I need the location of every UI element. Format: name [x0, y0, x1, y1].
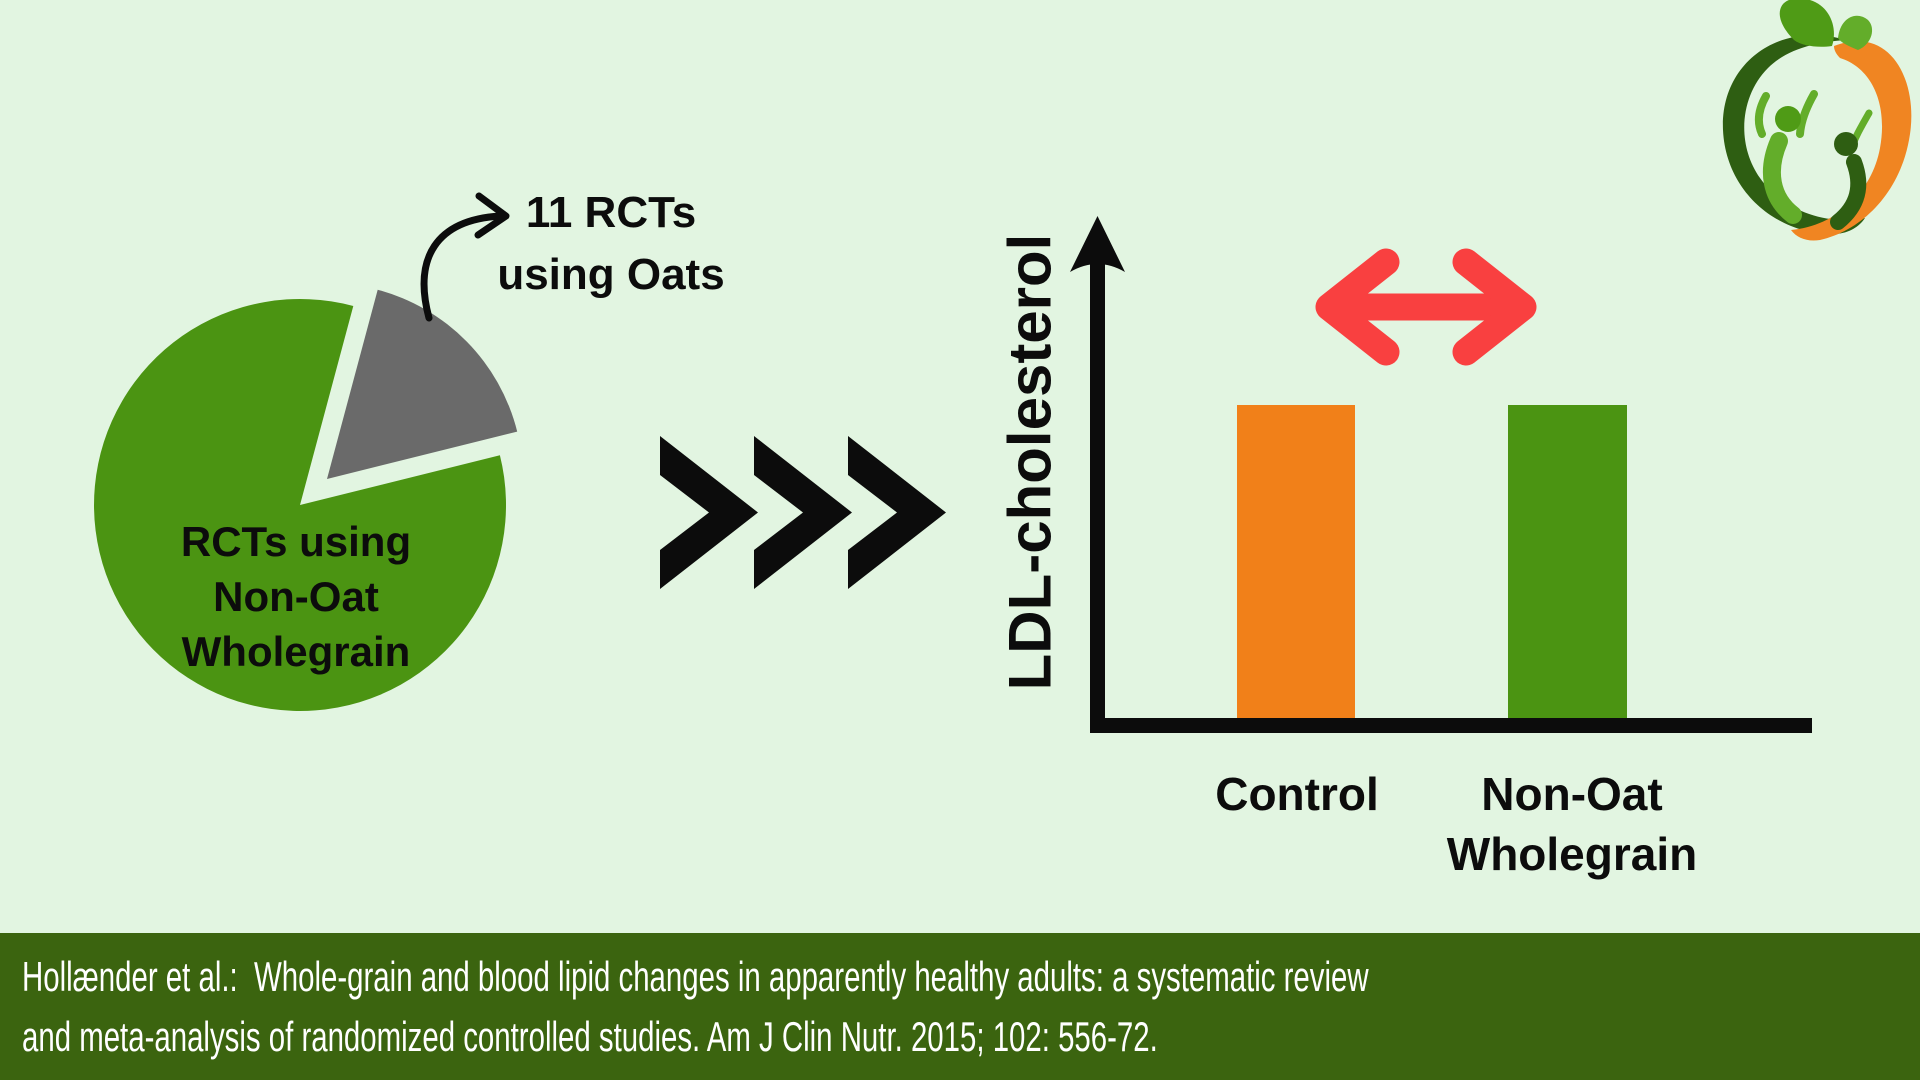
oats-callout-line1: 11 RCTs: [525, 188, 697, 237]
chevron-right-icon-2: [754, 436, 852, 589]
logo-person2-head: [1834, 132, 1858, 156]
citation-bar: Hollænder et al.: Whole-grain and blood …: [0, 933, 1920, 1080]
y-axis-arrowhead-icon: [1070, 216, 1125, 272]
brand-logo-icon: [1722, 0, 1912, 241]
chevron-right-icon-1: [660, 436, 758, 589]
oats-callout-label: 11 RCTs using Oats: [497, 182, 724, 306]
logo-left-swoosh: [1722, 35, 1865, 235]
logo-right-swoosh: [1791, 41, 1912, 241]
logo-person2-body: [1830, 154, 1867, 230]
logo-person1-arm-left: [1754, 92, 1770, 138]
x-category-nonoat-line2: Wholegrain: [1446, 828, 1698, 880]
bar-chart: [1070, 216, 1812, 733]
pie-chart: [94, 289, 518, 711]
logo-person1-body: [1762, 132, 1802, 224]
pie-main-slice: [94, 298, 507, 711]
no-difference-arrow-icon: [1315, 248, 1537, 366]
bar-control: [1237, 405, 1355, 726]
x-category-nonoat-line1: Non-Oat: [1481, 768, 1663, 820]
logo-person1-arm-right: [1796, 90, 1818, 138]
pie-slice-label: RCTs using Non-Oat Wholegrain: [181, 514, 411, 679]
callout-arrow-curve: [420, 212, 504, 322]
pie-oats-slice: [327, 289, 518, 479]
red-arrowhead-right: [1452, 248, 1537, 366]
y-axis-title: LDL-cholesterol: [996, 233, 1064, 691]
citation-line2: and meta-analysis of randomized controll…: [22, 1013, 1158, 1060]
logo-leaf-icon: [1779, 0, 1834, 47]
citation-line1: Hollænder et al.: Whole-grain and blood …: [22, 953, 1369, 1000]
red-arrowhead-left: [1315, 248, 1400, 366]
logo-small-leaf-icon: [1838, 15, 1873, 50]
pie-slice-label-line2: Non-Oat: [213, 573, 379, 620]
x-category-nonoat-wholegrain: Non-Oat Wholegrain: [1447, 764, 1697, 884]
callout-arrowhead-icon: [474, 192, 510, 239]
pie-slice-label-line3: Wholegrain: [181, 628, 411, 675]
bar-nonoat-wholegrain: [1508, 405, 1627, 726]
x-category-control: Control: [1215, 768, 1379, 820]
pie-slice-label-line1: RCTs using: [180, 518, 412, 565]
y-axis-line: [1090, 248, 1105, 733]
x-axis-line: [1092, 718, 1812, 733]
oats-callout-line2: using Oats: [497, 250, 725, 299]
fast-forward-icon: [660, 436, 946, 589]
logo-person1-head: [1775, 106, 1801, 132]
callout-curved-arrow-icon: [420, 192, 510, 322]
chevron-right-icon-3: [848, 436, 946, 589]
